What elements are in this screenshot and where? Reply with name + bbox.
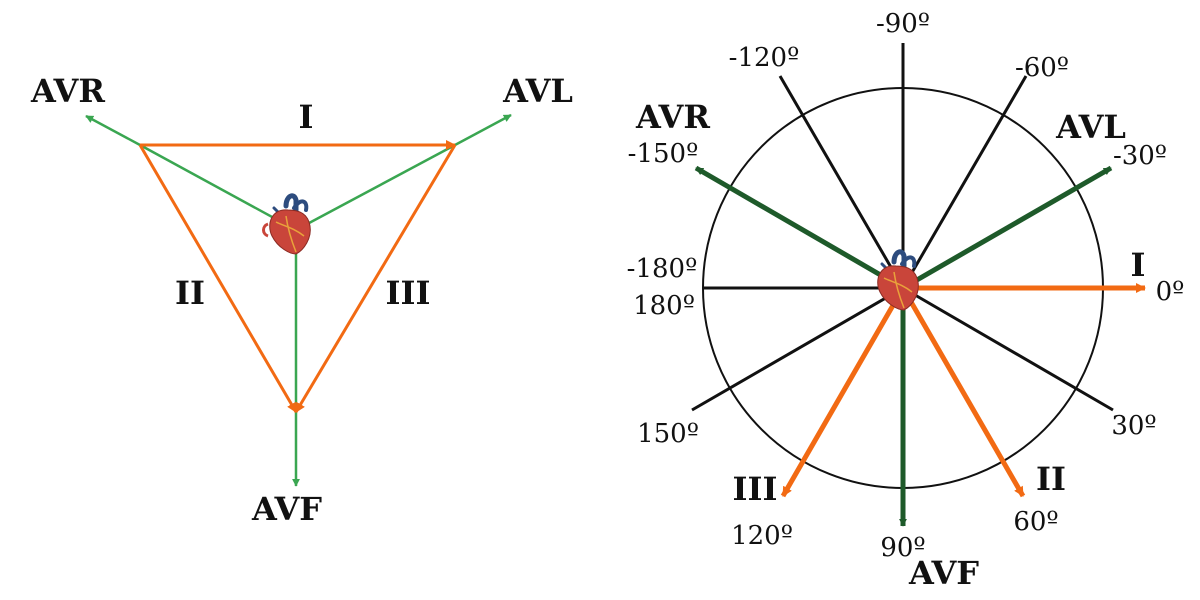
avl-vector bbox=[295, 143, 456, 232]
deg-0: 0º bbox=[1156, 277, 1185, 307]
deg-minus-30: -30º bbox=[1113, 141, 1167, 171]
axis-30 bbox=[902, 286, 1114, 412]
tri-avf-label: AVF bbox=[251, 490, 322, 528]
wheel-avf-label: AVF bbox=[908, 554, 979, 592]
deg-minus-90: -90º bbox=[876, 9, 930, 39]
wheel-lead-ii-vector bbox=[900, 286, 1026, 498]
wheel-lead-i-label: I bbox=[1131, 246, 1146, 284]
avl-vector-tip bbox=[454, 113, 512, 147]
avr-vector bbox=[139, 143, 297, 232]
hexaxial-reference: AVR AVL AVF I II III -90º -120º -60º -15… bbox=[627, 9, 1185, 592]
deg-minus-150: -150º bbox=[628, 139, 699, 169]
deg-minus-60: -60º bbox=[1015, 53, 1069, 83]
wheel-avr-label: AVR bbox=[635, 98, 710, 136]
deg-minus-180: -180º bbox=[627, 254, 698, 284]
axis-minus-60 bbox=[901, 75, 1028, 289]
deg-90: 90º bbox=[880, 533, 925, 563]
axis-150 bbox=[691, 286, 904, 412]
deg-180: 180º bbox=[633, 291, 695, 321]
wheel-avr-vector bbox=[694, 165, 905, 291]
axis-minus-120 bbox=[778, 75, 905, 289]
wheel-lead-ii-label: II bbox=[1036, 460, 1066, 498]
tri-lead-i-label: I bbox=[299, 98, 314, 136]
tri-avl-label: AVL bbox=[502, 72, 573, 110]
heart-icon bbox=[877, 249, 919, 311]
deg-120: 120º bbox=[731, 521, 793, 551]
tri-lead-ii-label: II bbox=[175, 274, 205, 312]
wheel-avl-label: AVL bbox=[1055, 108, 1126, 146]
deg-60: 60º bbox=[1013, 507, 1058, 537]
heart-icon bbox=[262, 193, 311, 255]
deg-150: 150º bbox=[637, 419, 699, 449]
wheel-avl-vector bbox=[901, 165, 1113, 291]
tri-lead-iii-label: III bbox=[386, 274, 431, 312]
lead-ii-arrow bbox=[138, 144, 298, 413]
wheel-lead-iii-label: III bbox=[733, 470, 778, 508]
einthoven-triangle: AVR AVL AVF I II III bbox=[30, 72, 573, 528]
tri-avr-label: AVR bbox=[30, 72, 105, 110]
deg-minus-120: -120º bbox=[729, 43, 800, 73]
deg-30: 30º bbox=[1111, 411, 1156, 441]
avr-vector-tip bbox=[85, 114, 141, 147]
lead-iii-arrow bbox=[294, 144, 457, 413]
wheel-lead-iii-vector bbox=[780, 286, 906, 498]
